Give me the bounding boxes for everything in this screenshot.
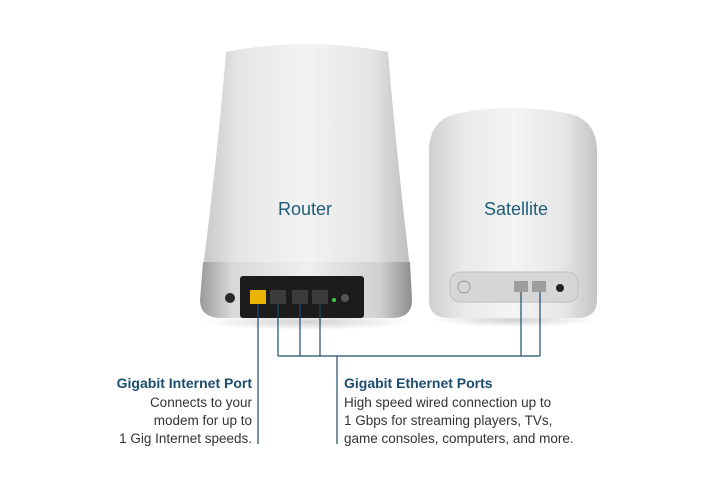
ethernet-desc-line: 1 Gbps for streaming players, TVs,	[344, 413, 553, 428]
link-led-icon	[332, 298, 336, 302]
router-device	[200, 44, 412, 330]
internet-port-title: Gigabit Internet Port	[116, 375, 252, 391]
satellite-device	[429, 108, 597, 327]
ethernet-ports-description: High speed wired connection up to 1 Gbps…	[344, 394, 574, 448]
router-label: Router	[277, 199, 333, 219]
satellite-power-jack-icon	[556, 284, 564, 292]
ethernet-ports-title: Gigabit Ethernet Ports	[344, 375, 493, 391]
ethernet-port-1-icon	[270, 290, 286, 304]
satellite-ethernet-port-2-icon	[532, 281, 546, 292]
callout-lines	[257, 292, 541, 444]
ethernet-desc-line: High speed wired connection up to	[344, 395, 552, 410]
ethernet-port-3-icon	[312, 290, 328, 304]
internet-port-description: Connects to your modem for up to 1 Gig I…	[90, 394, 252, 448]
satellite-ethernet-port-1-icon	[514, 281, 528, 292]
internet-desc-line: modem for up to	[153, 413, 252, 428]
internet-port-icon	[250, 290, 266, 304]
internet-desc-line: Connects to your	[149, 395, 252, 410]
ethernet-desc-line: game consoles, computers, and more.	[344, 431, 574, 446]
power-button-icon	[225, 293, 235, 303]
power-jack-icon	[341, 294, 349, 302]
ethernet-port-2-icon	[292, 290, 308, 304]
internet-desc-line: 1 Gig Internet speeds.	[119, 431, 252, 446]
sync-button-icon	[457, 280, 471, 294]
satellite-label: Satellite	[483, 199, 549, 219]
